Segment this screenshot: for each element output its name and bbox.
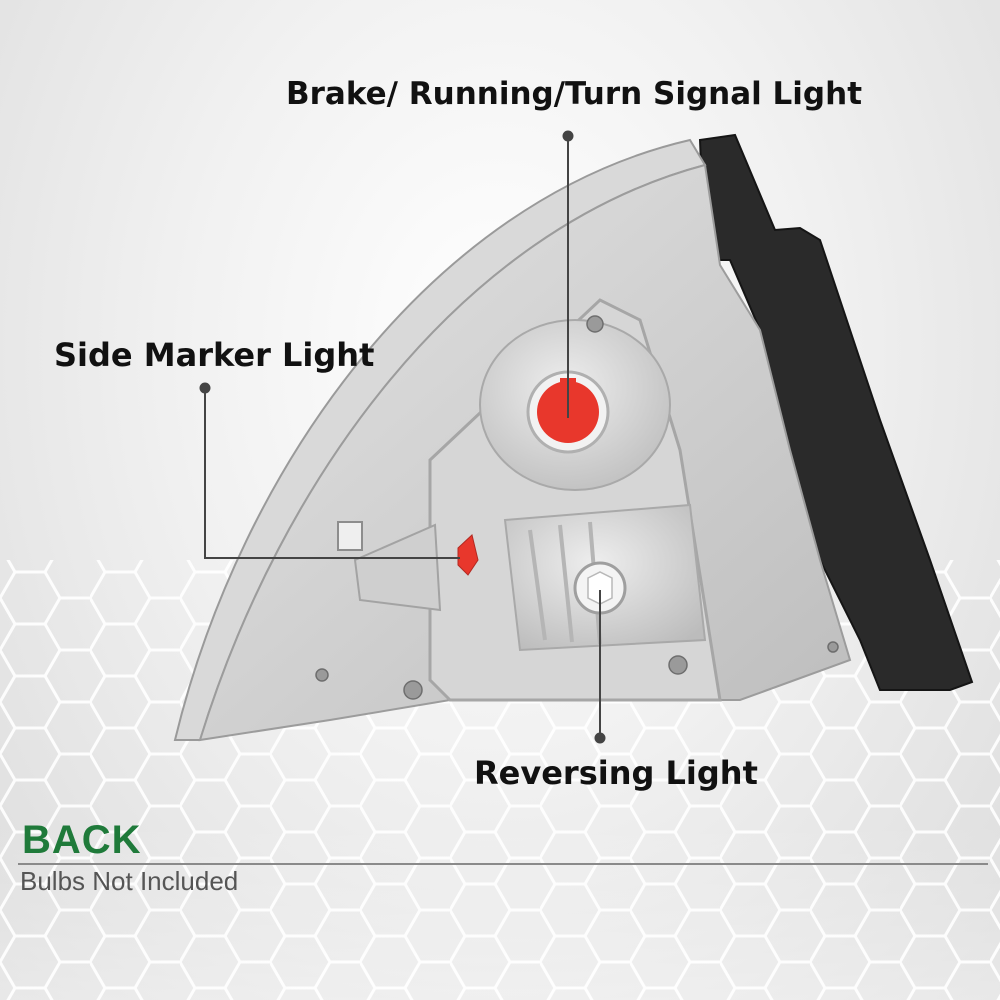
housing-clip xyxy=(337,521,363,551)
reversing-light-label: Reversing Light xyxy=(474,754,758,792)
bulbs-note: Bulbs Not Included xyxy=(20,866,239,896)
floor-fade xyxy=(0,820,1000,1000)
brake-light-label: Brake/ Running/Turn Signal Light xyxy=(286,76,863,112)
side-marker-socket xyxy=(457,534,479,576)
callout-leaders xyxy=(199,130,606,744)
side-marker-housing xyxy=(353,523,442,612)
side-marker-light-label: Side Marker Light xyxy=(54,336,375,374)
mounting-studs xyxy=(315,315,839,700)
title-divider xyxy=(18,863,988,865)
view-title: BACK xyxy=(22,818,142,862)
rubber-gasket xyxy=(698,133,974,691)
